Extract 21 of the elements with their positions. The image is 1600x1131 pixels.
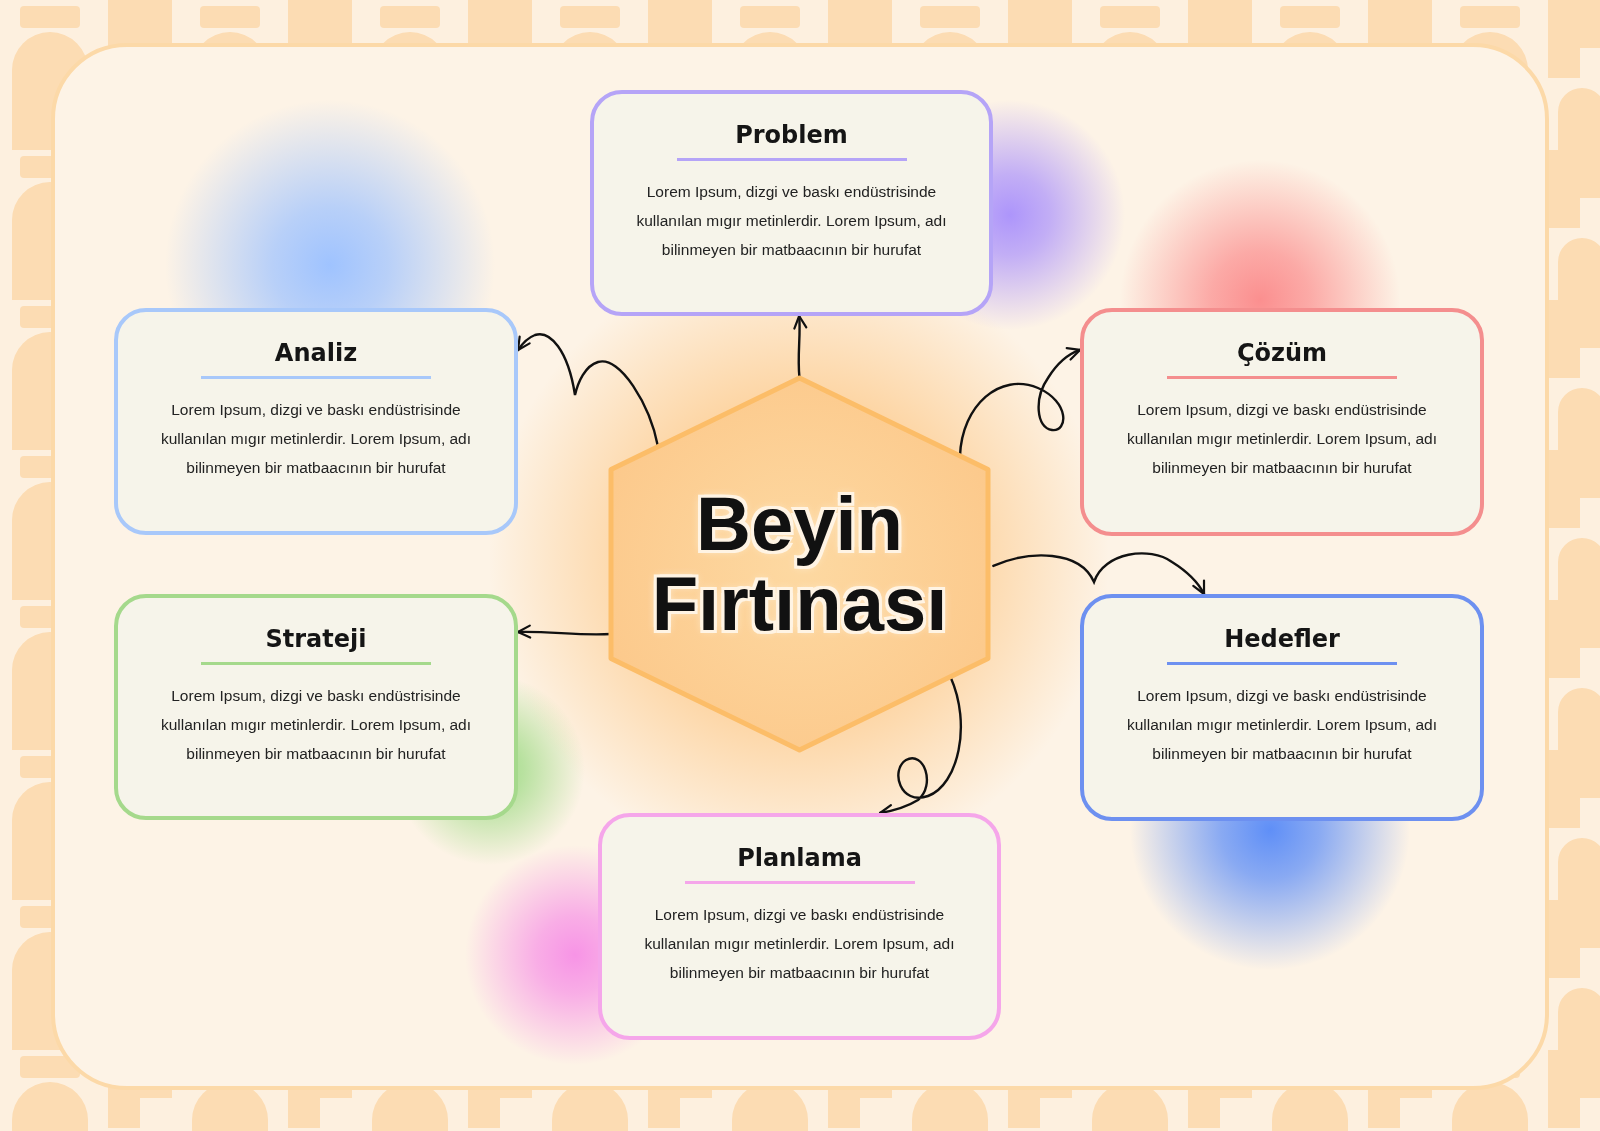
card-text: Lorem Ipsum, dizgi ve baskı endüstrisinde kullanılan mıgır metinlerdir. Lorem Ipsum, adı bilinmeyen bir matbaacının bir hurufat [1125, 400, 1439, 478]
arrow [992, 552, 1206, 596]
card-title: Planlama [737, 843, 862, 874]
card-text: Lorem Ipsum, dizgi ve baskı endüstrisinde kullanılan mıgır metinlerdir. Lorem Ipsum, adı bilinmeyen bir matbaacının bir hurufat [643, 905, 956, 983]
topic-card [114, 308, 518, 535]
card-title: Hedefler [1224, 624, 1340, 655]
card-text: Lorem Ipsum, dizgi ve baskı endüstrisinde kullanılan mıgır metinlerdir. Lorem Ipsum, adı bilinmeyen bir matbaacının bir hurufat [1125, 686, 1439, 764]
card-text: Lorem Ipsum, dizgi ve baskı endüstrisinde kullanılan mıgır metinlerdir. Lorem Ipsum, adı bilinmeyen bir matbaacının bir hurufat [159, 400, 473, 478]
hexagon-node [608, 375, 991, 753]
card-title: Çözüm [1236, 338, 1328, 369]
topic-card [598, 813, 1001, 1040]
card-text: Lorem Ipsum, dizgi ve baskı endüstrisinde kullanılan mıgır metinlerdir. Lorem Ipsum, adı bilinmeyen bir matbaacının bir hurufat [635, 182, 948, 260]
topic-card [1080, 308, 1484, 536]
card-title: Problem [735, 120, 848, 151]
card-text: Lorem Ipsum, dizgi ve baskı endüstrisinde kullanılan mıgır metinlerdir. Lorem Ipsum, adı bilinmeyen bir matbaacının bir hurufat [159, 686, 473, 764]
hub-title: Beyin Fırtınası [651, 484, 948, 644]
card-title: Strateji [265, 624, 367, 655]
topic-card [114, 594, 518, 820]
card-title: Analiz [274, 338, 358, 369]
topic-card [1080, 594, 1484, 821]
topic-card [590, 90, 993, 316]
